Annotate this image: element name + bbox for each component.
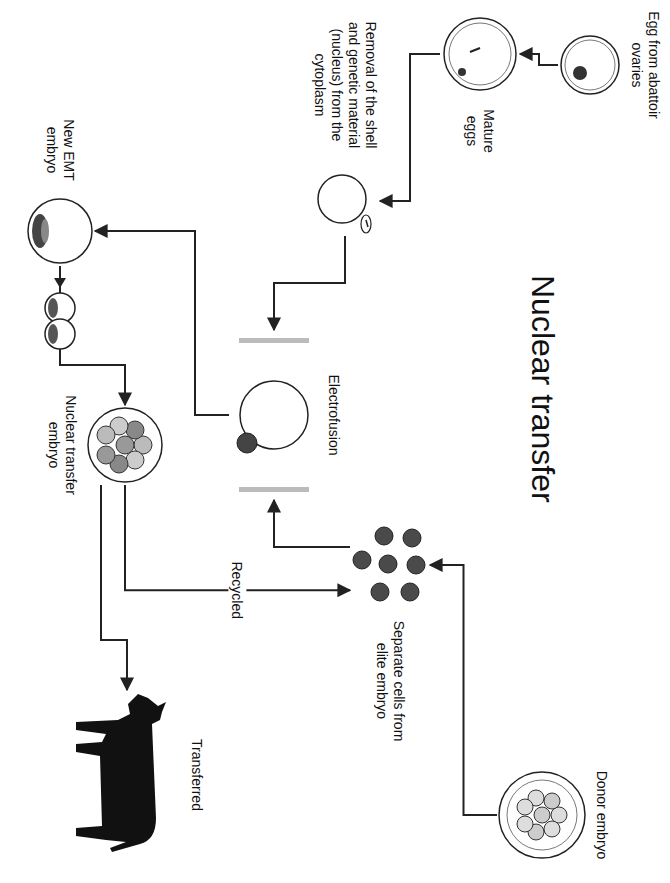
stage-label: Transferred [188,690,205,860]
stage-label: Nuclear transfer embryo [45,390,79,500]
flow-arrow [520,54,558,65]
stage-label: New EMT embryo [43,110,77,190]
enucleated-egg-picture [310,166,380,236]
stage-label: Electrofusion [325,335,342,495]
stage-label: Mature eggs [463,100,497,162]
two-cell-embryo [38,278,82,358]
flow-arrow [380,54,440,201]
separated-cells-picture [350,520,430,610]
arrow-label: Recycled [228,558,247,622]
flow-arrow [430,565,497,815]
stage-node: Separate cells from elite embryo [350,520,430,746]
stage-label: Egg from abattoir ovaries [628,10,662,120]
mature-egg-picture [440,14,520,94]
stage-label: Donor embryo [593,760,610,870]
donor-embryo-picture [497,770,587,860]
stage-node: New EMT embryo [25,110,95,266]
stage-node: Removal of the shell and genetic materia… [310,10,380,236]
stage-node: Mature eggs [440,14,520,162]
flow-arrow [274,236,345,330]
flow-arrow [101,485,127,690]
stage-node: Transferred [72,690,205,860]
stage-node: Donor embryo [497,760,610,870]
egg-picture [558,33,622,97]
flow-arrow [274,500,350,547]
electrofusion-picture [229,330,319,500]
stage-label: Removal of the shell and genetic materia… [311,10,378,160]
diagram-title: Nuclear transfer [524,275,562,503]
stage-node: Egg from abattoir ovaries [558,10,662,120]
flow-arrow [95,231,229,415]
cow-silhouette [72,690,182,860]
stage-label: Separate cells from elite embryo [373,616,407,746]
emt-embryo-picture [25,196,95,266]
stage-node: Electrofusion [229,330,342,500]
morula-picture [85,405,165,485]
stage-node: Nuclear transfer embryo [45,390,165,500]
